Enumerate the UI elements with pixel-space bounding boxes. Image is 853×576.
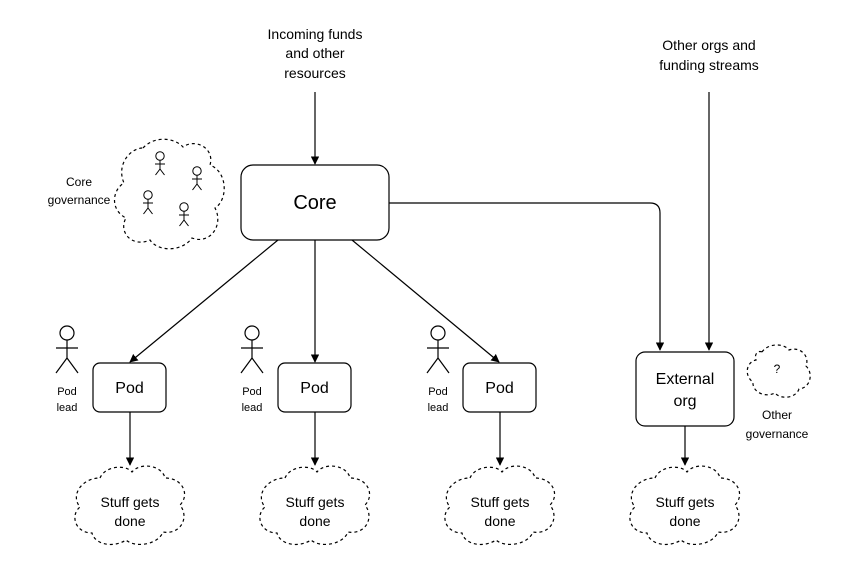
svg-text:done: done — [114, 513, 145, 529]
svg-text:governance: governance — [48, 193, 111, 207]
other-governance-cloud — [746, 344, 811, 398]
svg-text:Core: Core — [66, 175, 92, 189]
outcome-cloud — [629, 465, 741, 546]
svg-text:lead: lead — [242, 402, 263, 414]
pod-2: Pod lead Pod Stuff gets done — [240, 325, 371, 546]
svg-text:Stuff gets: Stuff gets — [286, 494, 345, 510]
outcome-cloud — [74, 465, 186, 546]
core-to-external-arrow — [389, 202, 665, 351]
other-governance: ? Other governance — [746, 344, 811, 441]
core-governance-label: Core governance — [48, 175, 111, 207]
svg-text:Pod: Pod — [57, 386, 77, 398]
external-org-box — [635, 351, 735, 427]
core-label: Core — [293, 192, 336, 214]
svg-text:lead: lead — [428, 402, 449, 414]
svg-text:Stuff gets: Stuff gets — [471, 494, 530, 510]
pod-lead-icon — [426, 325, 450, 374]
pod-3: Pod lead Pod Stuff gets done — [426, 325, 556, 546]
svg-text:Stuff gets: Stuff gets — [101, 494, 160, 510]
svg-text:Incoming funds: Incoming funds — [268, 26, 363, 42]
svg-text:Other: Other — [762, 408, 792, 422]
pod-lead-icon — [55, 325, 79, 374]
svg-text:lead: lead — [57, 402, 78, 414]
core-to-pod1-arrow — [129, 239, 279, 363]
core-to-pod3-arrow — [351, 239, 500, 363]
core-box: Core — [240, 164, 390, 241]
svg-text:done: done — [299, 513, 330, 529]
outcome-cloud — [259, 465, 371, 546]
svg-text:Pod: Pod — [242, 386, 262, 398]
question-icon: ? — [774, 362, 781, 376]
incoming-funds-label: Incoming funds and other resources — [268, 26, 363, 81]
other-orgs-label: Other orgs and funding streams — [659, 37, 759, 73]
svg-text:Pod: Pod — [428, 386, 448, 398]
svg-text:External: External — [656, 371, 715, 388]
pod-lead-icon — [240, 325, 264, 374]
svg-text:funding streams: funding streams — [659, 57, 759, 73]
core-governance-cloud — [113, 138, 225, 250]
svg-text:done: done — [669, 513, 700, 529]
svg-text:done: done — [484, 513, 515, 529]
svg-text:org: org — [673, 393, 696, 410]
pod-1: Pod lead Pod Stuff gets done — [55, 325, 186, 546]
pod-label: Pod — [300, 380, 328, 397]
svg-text:resources: resources — [284, 65, 345, 81]
svg-text:governance: governance — [746, 427, 809, 441]
pod-label: Pod — [115, 380, 143, 397]
pod-label: Pod — [485, 380, 513, 397]
svg-text:Stuff gets: Stuff gets — [656, 494, 715, 510]
svg-text:Other orgs and: Other orgs and — [662, 37, 755, 53]
external-org: External org Stuff gets done — [629, 351, 741, 546]
outcome-cloud — [444, 465, 556, 546]
svg-text:and other: and other — [285, 45, 344, 61]
